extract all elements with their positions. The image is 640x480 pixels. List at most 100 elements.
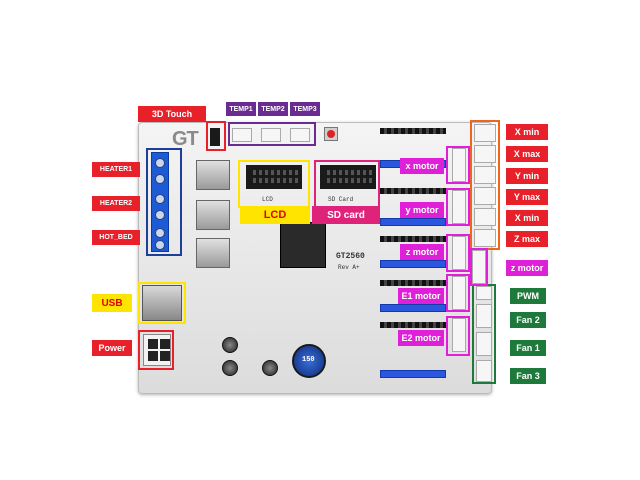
fans-highlight [472,284,496,384]
heater2-label: HEATER2 [92,196,140,211]
3d-touch-connector [210,128,220,146]
usb-highlight [138,282,186,324]
terminal-screw [155,174,165,184]
e2-driver-slot [380,370,446,378]
power-connector [143,334,171,366]
endstops-highlight [470,120,500,250]
lcd-label: LCD [240,206,310,224]
sd-silk-label: SD Card [328,196,354,203]
sd-header [320,165,376,189]
endstop-connector [474,229,496,247]
temp-highlight [228,122,316,146]
inductor-label: 150 [302,356,315,364]
e2-motor-label: E2 motor [398,330,444,346]
sd-highlight [314,160,380,208]
hot-bed-label: HOT_BED [92,230,140,245]
temp1-connector [232,128,252,142]
mcu-rev-label: Rev A+ [338,264,360,271]
power-label: Power [92,340,132,356]
sd-pins [324,170,372,175]
sd-card-label: SD card [312,206,380,224]
endstop-connector [474,208,496,226]
y-motor-connector [452,190,466,224]
z-motor-connector [452,236,466,270]
lcd-highlight [238,160,310,208]
capacitor [262,360,278,376]
endstop-connector [474,145,496,163]
fan3-label: Fan 3 [510,368,546,384]
lcd-silk-label: LCD [262,196,273,203]
temp3-label: TEMP3 [290,102,320,116]
reset-button [324,127,338,141]
mosfet-heatsink-1 [196,160,230,190]
endstop-label-y-max: Y max [506,189,548,205]
terminal-screw [155,194,165,204]
endstop-label-z-max: Z max [506,231,548,247]
motor-z-highlight [446,234,470,272]
z-motor-label: z motor [400,244,444,260]
fan1-label: Fan 1 [510,340,546,356]
fan2-label: Fan 2 [510,312,546,328]
endstop-connector [474,166,496,184]
x-motor-label: x motor [400,158,444,174]
power-highlight [138,330,174,370]
mosfet-heatsink-3 [196,238,230,268]
z2-motor-highlight [470,248,488,286]
motor-y-highlight [446,188,470,226]
z-driver-header [380,236,446,242]
x-motor-connector [452,148,466,182]
mcu-chip [280,222,326,268]
mosfet-heatsink-2 [196,200,230,230]
fan1-connector [476,332,492,356]
heaters-highlight [146,148,182,256]
pwm-connector [476,286,492,300]
endstop-label-x-min: X min [506,124,548,140]
z-motor-right-label: z motor [506,260,548,276]
motor-x-highlight [446,146,470,184]
x-driver-header [380,128,446,134]
terminal-screw [155,240,165,250]
terminal-screw [155,210,165,220]
motor-e2-highlight [446,316,470,356]
3d-touch-label: 3D Touch [138,106,206,122]
e1-driver-header [380,280,446,286]
y-driver-slot [380,218,446,226]
motor-e1-highlight [446,274,470,312]
endstop-connector [474,187,496,205]
endstop-label-x-max: X max [506,146,548,162]
e1-driver-slot [380,304,446,312]
capacitor [222,360,238,376]
lcd-header [246,165,302,189]
endstop-label-z-min: X min [506,210,548,226]
terminal-screw [155,158,165,168]
3d-touch-highlight [206,121,226,151]
mcu-silk-label: GT2560 [336,252,365,261]
temp1-label: TEMP1 [226,102,256,116]
temp3-connector [290,128,310,142]
e2-driver-header [380,322,446,328]
temp2-label: TEMP2 [258,102,288,116]
board-logo: GT [172,128,199,150]
sd-pins [324,178,372,183]
fan3-connector [476,360,492,382]
usb-port [142,285,182,321]
e1-motor-connector [452,276,466,310]
y-driver-header [380,188,446,194]
usb-label: USB [92,294,132,312]
heater1-label: HEATER1 [92,162,140,177]
inductor [292,344,326,378]
endstop-connector [474,124,496,142]
fan2-connector [476,304,492,328]
endstop-label-y-min: Y min [506,168,548,184]
y-motor-label: y motor [400,202,444,218]
e2-motor-connector [452,318,466,352]
z2-motor-connector [472,250,486,284]
lcd-pins [250,178,298,183]
temp2-connector [261,128,281,142]
e1-motor-label: E1 motor [398,288,444,304]
pwm-label: PWM [510,288,546,304]
lcd-pins [250,170,298,175]
terminal-screw [155,228,165,238]
z-driver-slot [380,260,446,268]
capacitor [222,337,238,353]
